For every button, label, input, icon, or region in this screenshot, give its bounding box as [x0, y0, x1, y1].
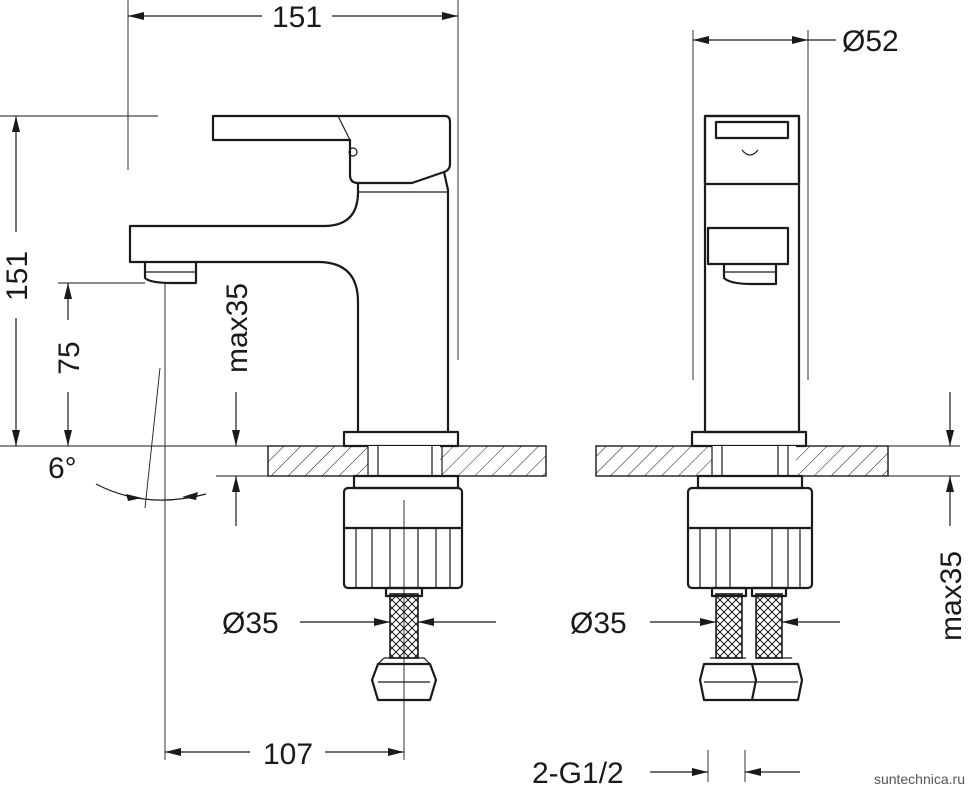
dim-reach: 107: [263, 738, 313, 771]
dim-connection: 2-G1/2: [532, 757, 624, 789]
dim-width-top: 151: [272, 1, 322, 34]
dim-max35-right: max35: [935, 551, 968, 641]
spout-body: [128, 183, 360, 432]
lock-nut: [342, 486, 464, 590]
hose-right: [755, 593, 783, 659]
hex-nut-right: [752, 662, 804, 702]
hose-left: [715, 593, 743, 659]
dim-angle: 6°: [48, 452, 77, 485]
lock-nut-side: [686, 486, 814, 590]
dim-spout-height: 75: [53, 341, 86, 374]
lever-handle: [211, 114, 452, 185]
base-flange: [342, 430, 460, 448]
dim-inlet-front: Ø35: [222, 607, 279, 640]
side-spout: [706, 226, 790, 266]
dim-height-left: 151: [1, 251, 34, 301]
dim-max35-left: max35: [221, 283, 254, 373]
dim-body-diameter: Ø52: [842, 25, 899, 58]
aerator: [143, 262, 198, 285]
side-view: Ø52 Ø35 max35 2-G1/2: [532, 25, 968, 789]
side-body: [703, 114, 801, 434]
front-view: 151 151 75 max35 6°: [0, 0, 547, 771]
watermark: suntechnica.ru: [874, 771, 965, 787]
dim-inlet-side: Ø35: [570, 607, 627, 640]
side-lever: [714, 120, 790, 140]
